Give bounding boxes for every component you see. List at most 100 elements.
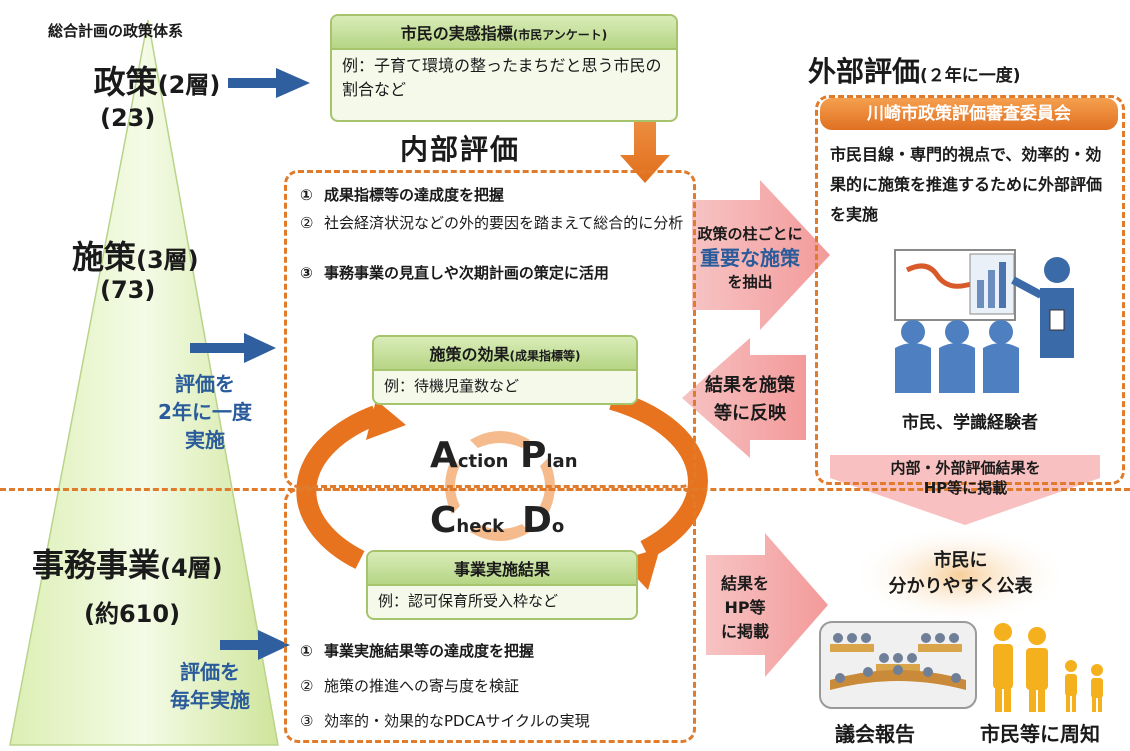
extract-line-1: 政策の柱ごとに [697, 225, 803, 243]
project-layer: (4層) [160, 554, 223, 582]
pink-arrow-reflect [682, 338, 806, 458]
external-eval-region [815, 95, 1125, 485]
eval-measure-line-3: 実施 [185, 428, 225, 452]
measure-layer: (3層) [136, 246, 199, 274]
eval-project-note: 評価を 毎年実施 [150, 658, 270, 714]
internal-item-1-num: ① [300, 186, 313, 204]
internal-item-2-text: 社会経済状況などの外的要因を踏まえて総合的に分析 [324, 214, 684, 232]
publish-hp-line-3: に掲載 [720, 622, 769, 641]
project-item-2: ② 施策の推進への寄与度を検証 [300, 675, 690, 697]
pdca-check-cap: C [430, 500, 457, 541]
audience [895, 320, 1019, 393]
project-item-2-text: 施策の推進への寄与度を検証 [324, 677, 520, 695]
policy-count: (23) [100, 104, 156, 132]
pdca-check: Check [430, 500, 504, 541]
eval-project-line-1: 評価を [180, 660, 240, 684]
citizen-indicator-example: 例：子育て環境の整ったまちだと思う市民の割合など [342, 56, 662, 99]
policy-name: 政策 [93, 63, 158, 101]
extract-line-3: を抽出 [727, 273, 773, 291]
project-item-1: ① 事業実施結果等の達成度を把握 [300, 640, 690, 662]
internal-eval-title: 内部評価 [400, 133, 521, 166]
measure-name: 施策 [72, 238, 137, 276]
presenter-arm [1011, 276, 1043, 299]
pyramid-caption: 総合計画の政策体系 [48, 22, 184, 40]
chart-bar-1 [977, 280, 984, 308]
project-item-1-num: ① [300, 642, 313, 660]
citizen-indicator-box: 市民の実感指標(市民アンケート) 例：子育て環境の整ったまちだと思う市民の割合な… [330, 14, 678, 122]
measure-count: (73) [100, 276, 156, 304]
pdca-do-cap: D [522, 500, 552, 541]
publish-hp-arrow-text: 結果を HP等 に掲載 [710, 572, 780, 644]
project-item-3: ③ 効率的・効果的なPDCAサイクルの実現 [300, 710, 690, 732]
measure-effect-title: 施策の効果 [429, 345, 510, 364]
project-name: 事務事業 [32, 546, 161, 584]
presenter-head [1044, 257, 1070, 283]
extract-arrow-text: 政策の柱ごとに 重要な施策 を抽出 [690, 222, 810, 294]
internal-eval-region [284, 170, 696, 488]
reflect-line-1: 結果を施策 [705, 375, 795, 396]
chart-bar-3 [999, 262, 1006, 308]
publish-hp-line-1: 結果を [720, 574, 769, 593]
external-description: 市民目線・専門的視点で、効率的・効果的に施策を推進するために外部評価を実施 [830, 145, 1103, 224]
eval-measure-note: 評価を 2年に一度 実施 [140, 370, 270, 454]
reflect-line-2: 等に反映 [714, 403, 786, 424]
citizen-indicator-header: 市民の実感指標(市民アンケート) [332, 16, 676, 50]
internal-item-2: ② 社会経済状況などの外的要因を踏まえて総合的に分析 [300, 212, 690, 234]
project-item-1-text: 事業実施結果等の達成度を把握 [324, 642, 535, 660]
project-count: (約610) [84, 600, 181, 628]
presentation-illustration [894, 249, 1074, 393]
measure-effect-subtitle: (成果指標等) [509, 349, 581, 363]
eval-project-line-2: 毎年実施 [170, 688, 250, 712]
committee-banner: 川崎市政策評価審査委員会 [820, 98, 1118, 130]
external-eval-title: 外部評価 [808, 55, 921, 88]
publish-results-line-1: 内部・外部評価結果を [890, 459, 1041, 477]
extract-line-2: 重要な施策 [700, 246, 800, 270]
blue-arrow-measure [190, 333, 276, 363]
pdca-action-rest: ction [457, 451, 509, 472]
presenter-clipboard [1049, 309, 1065, 331]
pdca-plan-rest: lan [546, 451, 578, 472]
policy-pyramid [9, 19, 279, 746]
blue-arrow-policy [228, 68, 310, 98]
measure-effect-example: 例：待機児童数など [384, 377, 520, 395]
pdca-check-rest: heck [456, 516, 505, 537]
project-item-3-text: 効率的・効果的なPDCAサイクルの実現 [324, 712, 590, 730]
internal-item-3-text: 事務事業の見直しや次期計画の策定に活用 [324, 264, 609, 282]
project-result-title: 事業実施結果 [368, 552, 636, 586]
publish-results-text: 内部・外部評価結果を HP等に掲載 [838, 458, 1093, 498]
public-headline-line-2: 分かりやすく公表 [888, 576, 1033, 597]
project-item-3-num: ③ [300, 712, 314, 730]
public-glow [850, 525, 1070, 625]
measure-effect-box: 施策の効果(成果指標等) 例：待機児童数など [372, 335, 638, 405]
policy-label: 政策(2層) [72, 62, 242, 108]
citizens-illustration [993, 623, 1103, 712]
layer-divider [0, 488, 1130, 491]
citizens-notice: 市民等に周知 [980, 722, 1100, 746]
publish-hp-line-2: HP等 [724, 598, 766, 617]
measure-label: 施策(3層) [72, 232, 242, 278]
public-headline: 市民に 分かりやすく公表 [858, 548, 1063, 600]
citizen-indicator-subtitle: (市民アンケート) [512, 28, 608, 42]
pdca-do: Do [522, 500, 564, 541]
blue-arrow-project [220, 630, 290, 660]
pdca-action: Action [430, 435, 509, 476]
council-illustration [819, 621, 977, 709]
eval-measure-line-1: 評価を [175, 372, 235, 396]
internal-item-2-num: ② [300, 214, 314, 232]
public-headline-line-1: 市民に [933, 550, 988, 571]
reflect-arrow-text: 結果を施策 等に反映 [695, 372, 805, 428]
pdca-plan: Plan [520, 435, 578, 476]
project-result-example: 例：認可保育所受入枠など [378, 592, 559, 610]
citizen-indicator-title: 市民の実感指標 [400, 24, 513, 43]
eval-measure-line-2: 2年に一度 [158, 400, 252, 424]
project-item-2-num: ② [300, 677, 314, 695]
pdca-plan-cap: P [520, 435, 547, 476]
pink-arrow-publish [706, 533, 828, 677]
policy-layer: (2層) [157, 71, 221, 99]
pdca-arrowhead-top [366, 400, 406, 440]
pdca-do-rest: o [551, 516, 565, 537]
pdca-action-cap: A [430, 435, 458, 476]
external-eval-heading: 外部評価(２年に一度) [808, 50, 1021, 90]
